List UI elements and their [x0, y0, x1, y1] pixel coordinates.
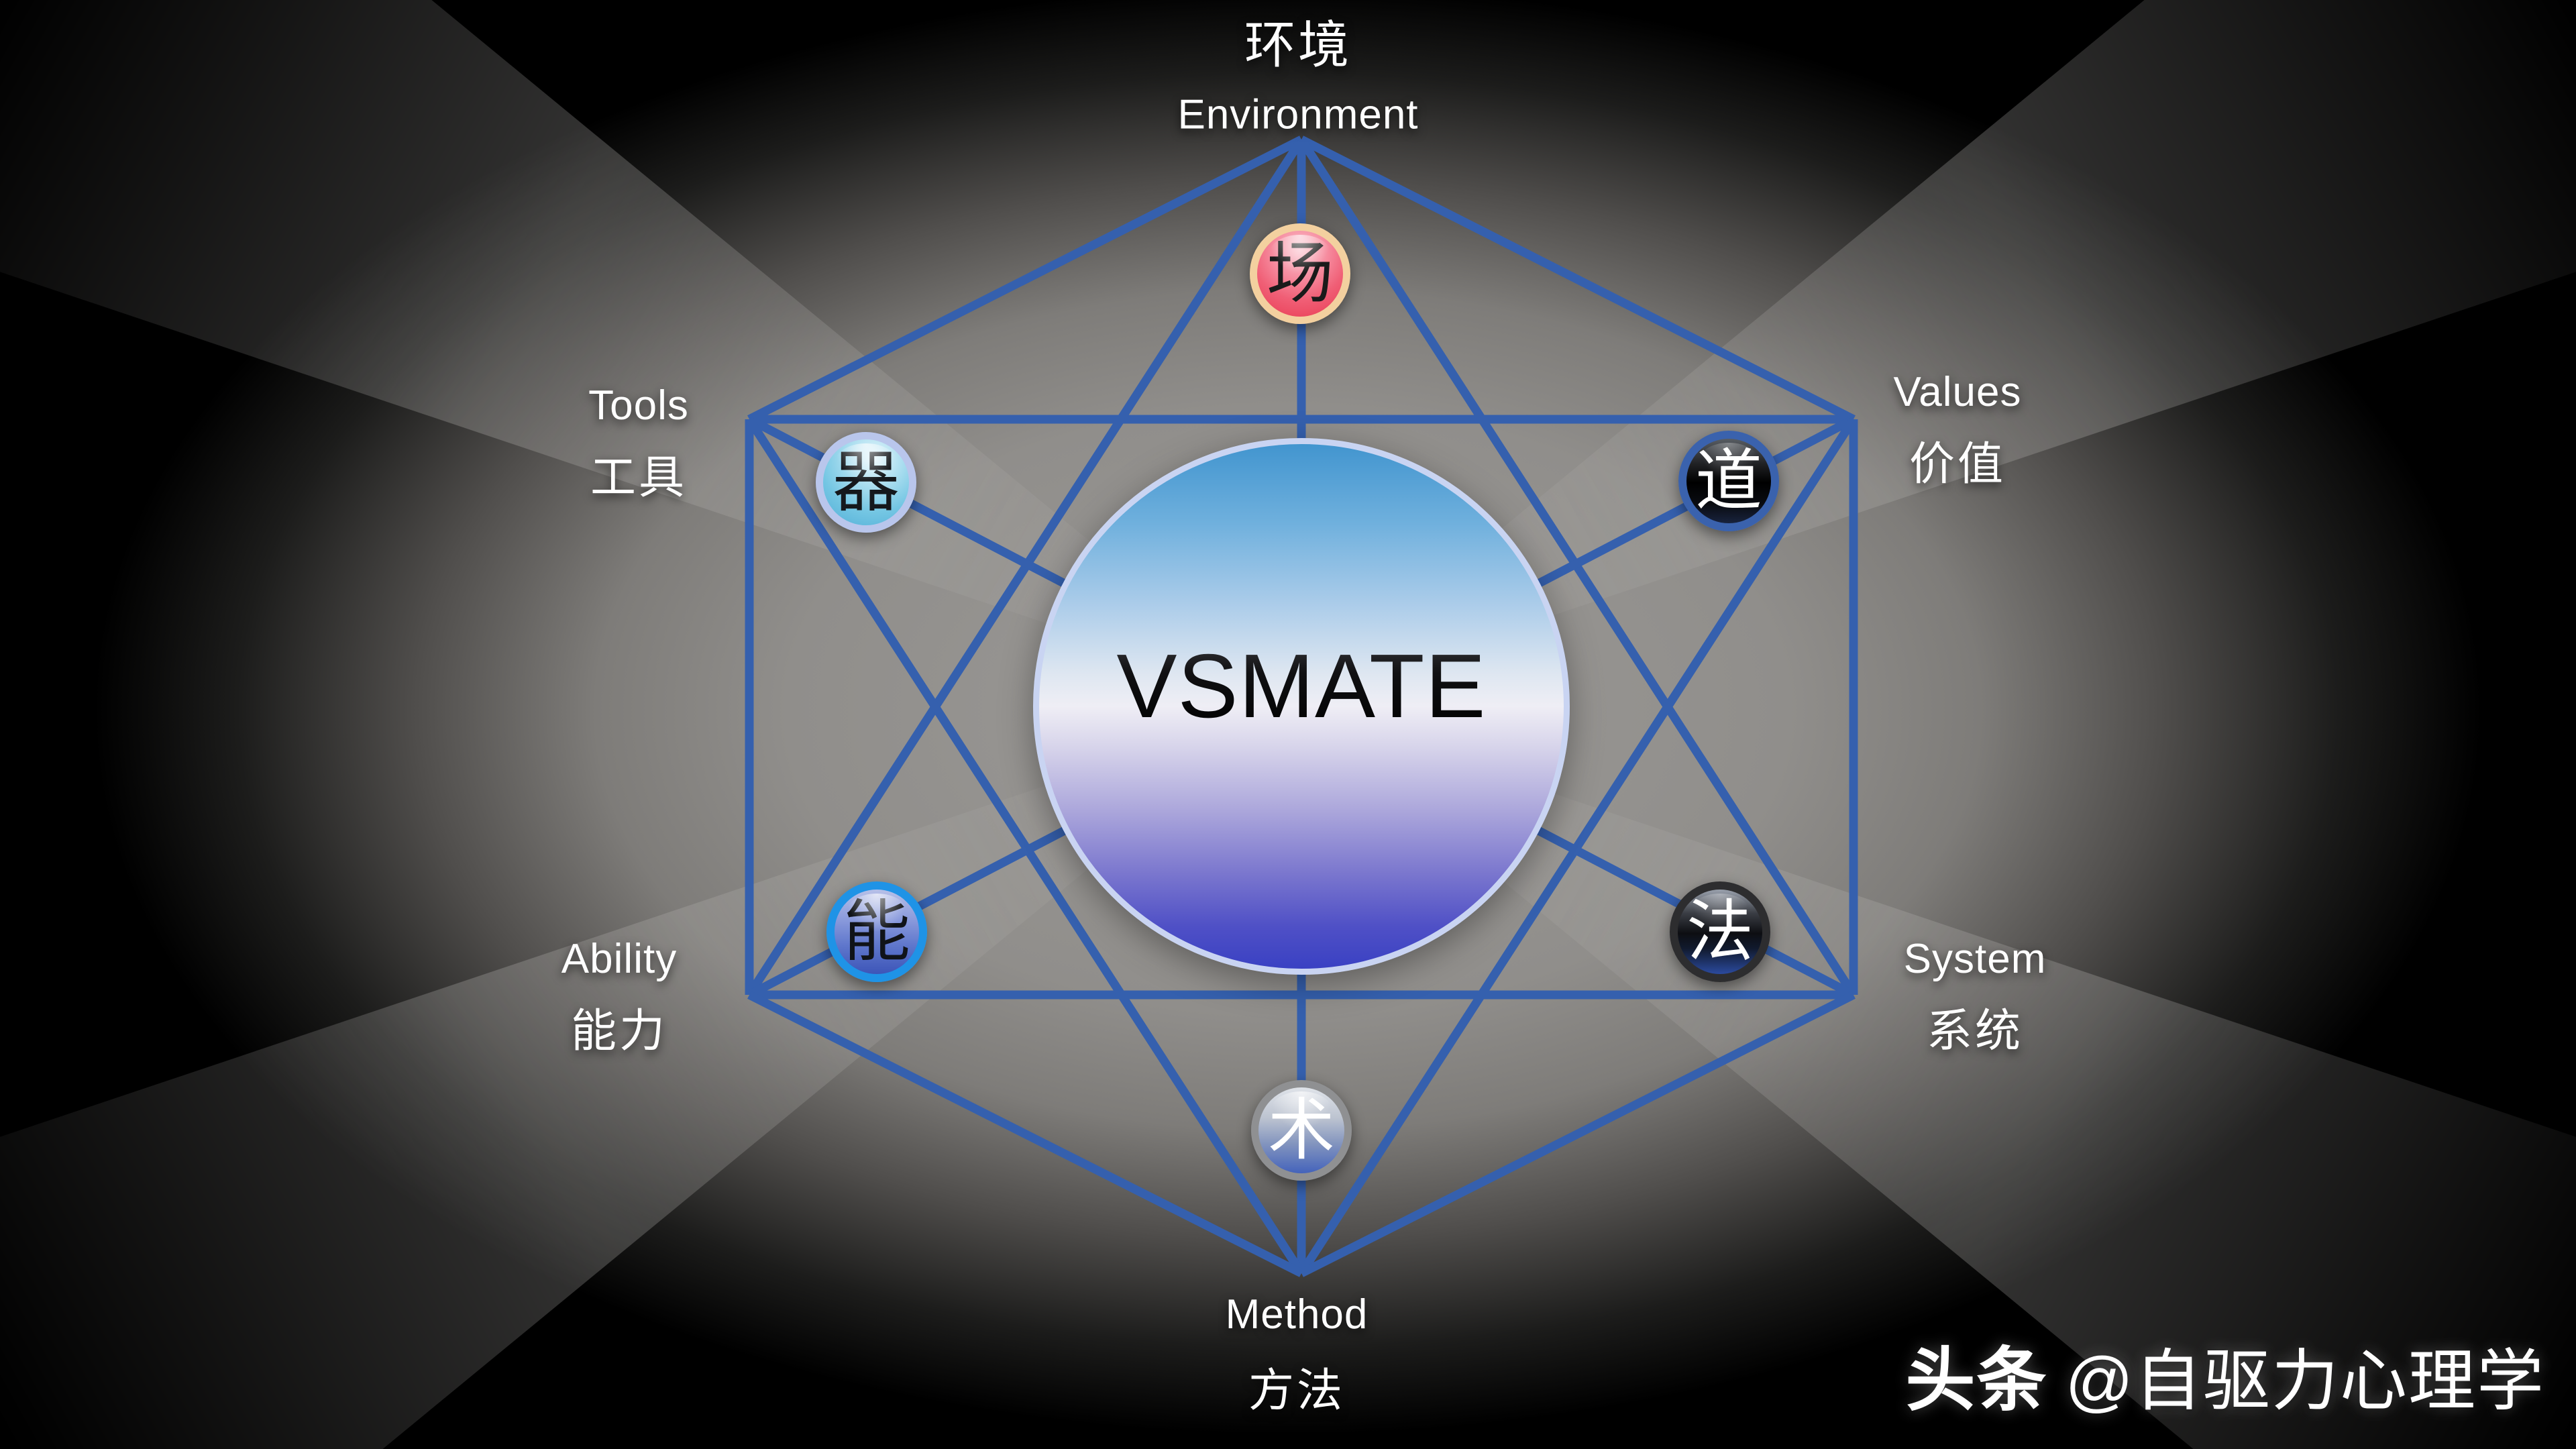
badge-neng: 能 — [826, 881, 927, 982]
vertex-label-environment-en: Environment — [1177, 91, 1419, 138]
vertex-label-tools-en: Tools — [588, 382, 689, 429]
vertex-label-method-zh: 方法 — [1248, 1365, 1345, 1416]
hub-circle: VSMATE — [1033, 438, 1570, 975]
vertex-label-system-en: System — [1903, 936, 2047, 982]
badge-dao: 道 — [1678, 431, 1779, 531]
badge-shu: 术 — [1251, 1080, 1352, 1181]
hub-title: VSMATE — [1116, 635, 1487, 737]
vertex-label-values-en: Values — [1893, 369, 2022, 415]
vertex-label-ability-zh: 能力 — [570, 1006, 668, 1057]
badge-qi-glyph: 器 — [833, 445, 900, 520]
badge-fa: 法 — [1670, 881, 1770, 982]
vertex-label-environment: 环境 Environment — [1177, 4, 1418, 139]
vertex-label-values-zh: 价值 — [1909, 439, 2006, 490]
vertex-label-tools: Tools 工具 — [588, 382, 689, 506]
vertex-label-method-en: Method — [1225, 1291, 1368, 1338]
badge-chang-glyph: 场 — [1267, 236, 1334, 311]
vertex-label-tools-zh: 工具 — [590, 452, 687, 503]
badge-qi: 器 — [816, 432, 916, 533]
vertex-label-system-zh: 系统 — [1926, 1006, 2023, 1057]
watermark-brand: 头条 — [1905, 1342, 2048, 1419]
badge-chang: 场 — [1250, 223, 1350, 324]
vertex-label-system: System 系统 — [1904, 935, 2047, 1060]
badge-dao-glyph: 道 — [1695, 443, 1762, 519]
vertex-label-method: Method 方法 — [1226, 1291, 1368, 1419]
badge-neng-glyph: 能 — [843, 894, 910, 969]
vertex-label-ability: Ability 能力 — [561, 935, 677, 1060]
watermark-handle: @自驱力心理学 — [2065, 1344, 2545, 1419]
badge-shu-glyph: 术 — [1268, 1093, 1335, 1168]
watermark: 头条 @自驱力心理学 — [1905, 1323, 2545, 1424]
vertex-label-values: Values 价值 — [1894, 368, 2022, 493]
badge-fa-glyph: 法 — [1686, 894, 1754, 969]
vertex-label-ability-en: Ability — [561, 936, 678, 982]
vertex-label-environment-zh: 环境 — [1244, 17, 1352, 74]
